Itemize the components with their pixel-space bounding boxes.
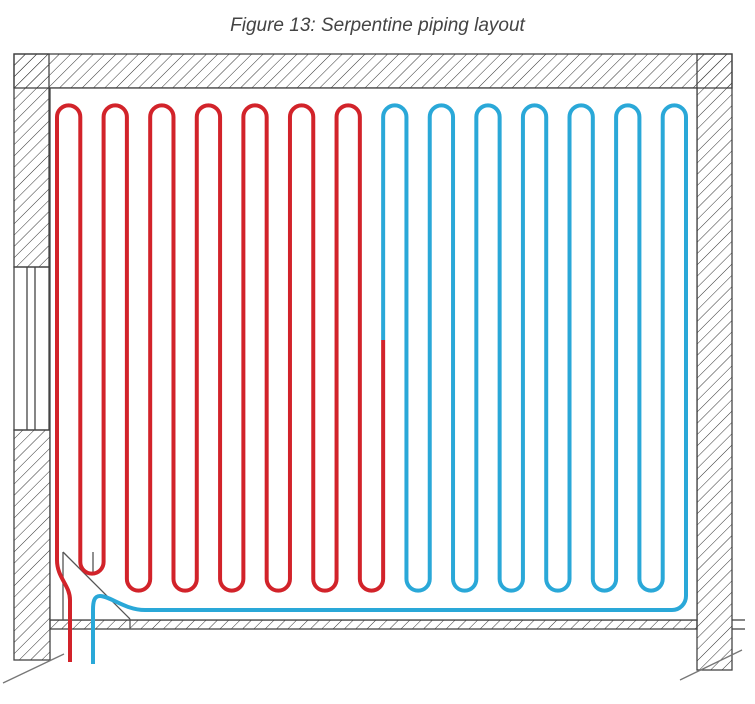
- manifold-outline: [62, 551, 131, 629]
- top-wall: [13, 53, 733, 89]
- return-pipe-blue: [91, 103, 688, 664]
- figure-caption: Figure 13: Serpentine piping layout: [230, 15, 525, 36]
- break-line-right: [679, 649, 743, 681]
- pipe-loops: [55, 103, 688, 664]
- supply-pipe-red: [55, 103, 386, 662]
- left-wall-lower: [13, 429, 51, 661]
- window: [13, 266, 50, 431]
- walls: [2, 53, 745, 684]
- right-wall: [696, 53, 733, 671]
- bottom-wall: [49, 619, 698, 630]
- break-line-left: [2, 653, 65, 684]
- left-wall-upper: [13, 53, 50, 268]
